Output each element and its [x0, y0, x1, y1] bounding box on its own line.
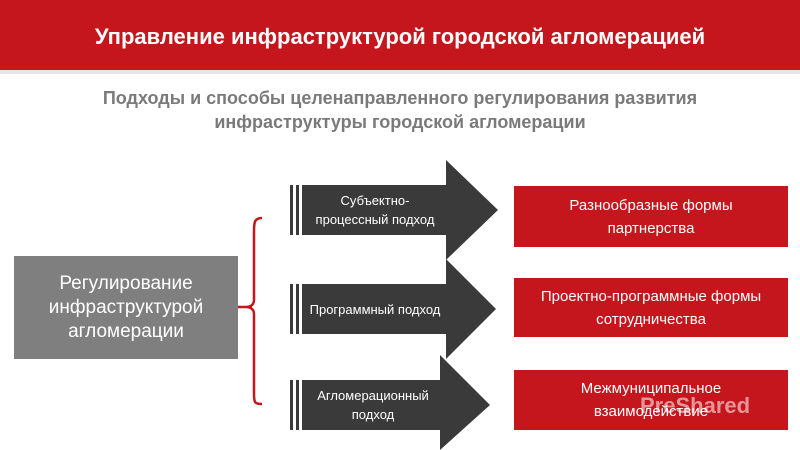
page-title: Управление инфраструктурой городской агл…	[94, 24, 706, 49]
main-node-label: Регулирование инфраструктурой агломераци…	[48, 272, 204, 342]
main-node-box: Регулирование инфраструктурой агломераци…	[14, 256, 238, 359]
result-box-2: Проектно-программные формы сотрудничеств…	[514, 278, 788, 337]
watermark: PreShared	[640, 393, 751, 418]
title-bar	[0, 0, 800, 74]
result-box-3: Межмуниципальное взаимодействие	[514, 370, 788, 430]
approach-label-3: Агломерационный подход	[317, 388, 429, 422]
approach-arrow-1	[290, 160, 498, 260]
approach-label-2: Программный подход	[309, 301, 441, 317]
approach-label-1: Субъектно-процессный подход	[315, 193, 435, 227]
result-box-1: Разнообразные формы партнерства	[514, 186, 788, 247]
approach-arrow-3	[290, 355, 490, 450]
bracket-connector	[238, 216, 263, 406]
page-subtitle: Подходы и способы целенаправленного регу…	[102, 88, 698, 132]
approach-arrow-2	[290, 259, 496, 359]
